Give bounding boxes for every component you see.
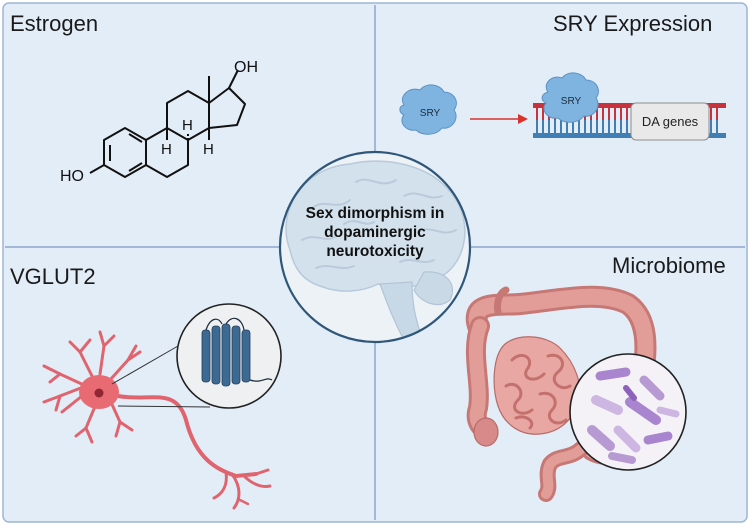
svg-text:SRY: SRY	[420, 108, 441, 119]
sry-protein-free: SRY	[399, 84, 457, 135]
vglut2-inset	[176, 303, 282, 409]
center-title-line-2: dopaminergic	[324, 224, 426, 241]
zoom-lines	[111, 345, 211, 408]
estrogen-structure	[89, 69, 246, 178]
bacteria-inset	[569, 353, 687, 471]
hydroxyl-top-label: OH	[234, 59, 258, 76]
svg-text:SRY: SRY	[561, 96, 582, 107]
da-genes-box: DA genes	[630, 102, 710, 141]
microbiome-title: Microbiome	[612, 253, 726, 278]
center-title-line-1: Sex dimorphism in	[305, 205, 445, 222]
neuron-soma	[79, 375, 119, 409]
sry-expression-title: SRY Expression	[553, 11, 713, 36]
hydrogen-label-3: H	[203, 141, 214, 158]
hydrogen-label-2: H	[182, 117, 193, 134]
center-title: Sex dimorphism in dopaminergic neurotoxi…	[286, 204, 464, 261]
neuron	[42, 330, 272, 510]
vglut2-title: VGLUT2	[10, 264, 96, 289]
brain-illustration	[285, 160, 466, 342]
center-title-line-3: neurotoxicity	[326, 243, 424, 260]
estrogen-stereo-hydrogens	[166, 128, 210, 140]
hydrogen-label-1: H	[161, 141, 172, 158]
estrogen-title: Estrogen	[10, 11, 99, 36]
svg-text:DA genes: DA genes	[642, 114, 699, 129]
sry-arrow	[470, 114, 528, 124]
sry-protein-bound: SRY	[541, 72, 599, 123]
center-circle	[278, 150, 472, 344]
hydroxyl-left-label: HO	[60, 168, 84, 185]
